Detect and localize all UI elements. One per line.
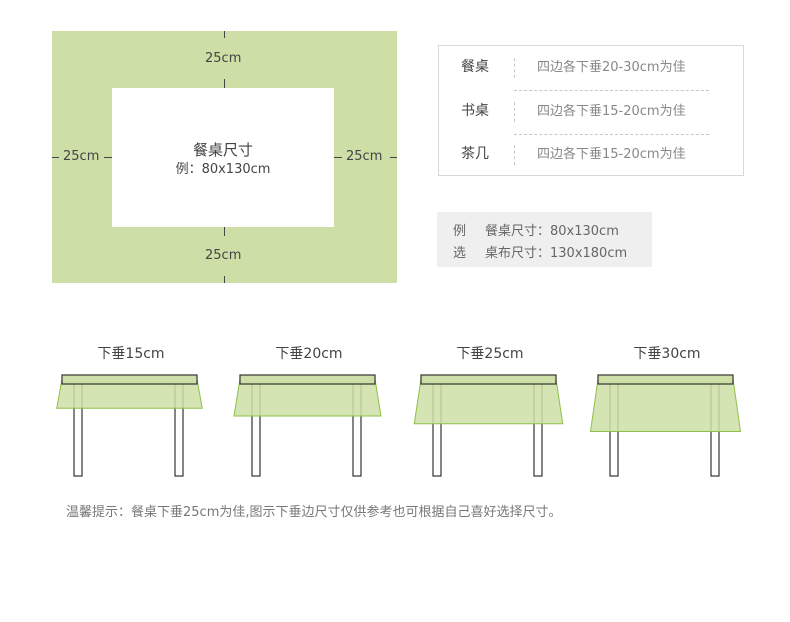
table-top: [420, 374, 557, 385]
guide-divider: [514, 145, 515, 165]
tablecloth-drape: [413, 378, 564, 425]
left-tick-inner: [104, 157, 112, 158]
example-table-size: 餐桌尺寸：80x130cm: [485, 224, 619, 239]
guide-row-name: 餐桌: [461, 59, 489, 75]
left-margin-label: 25cm: [63, 149, 100, 164]
bottom-margin-label: 25cm: [205, 248, 242, 263]
right-margin-label: 25cm: [346, 149, 383, 164]
left-tick: [52, 157, 59, 158]
drop-label-30: 下垂30cm: [633, 346, 701, 362]
drop-label-20: 下垂20cm: [275, 346, 343, 362]
table-top: [239, 374, 376, 385]
right-tick: [390, 157, 397, 158]
guide-row: 书桌 四边各下垂15-20cm为佳: [439, 90, 743, 133]
table-top: [61, 374, 198, 385]
guide-row-name: 茶几: [461, 146, 489, 162]
guide-row-desc: 四边各下垂20-30cm为佳: [537, 60, 686, 75]
right-tick-inner: [334, 157, 342, 158]
tip-text: 温馨提示：餐桌下垂25cm为佳,图示下垂边尺寸仅供参考也可根据自己喜好选择尺寸。: [66, 505, 562, 520]
example-key: 例: [453, 224, 467, 239]
table-size-title: 餐桌尺寸: [192, 141, 253, 159]
table-top-area: [112, 88, 334, 227]
example-line: 选 桌布尺寸：130x180cm: [453, 242, 627, 261]
drop-guide-table: 餐桌 四边各下垂20-30cm为佳 书桌 四边各下垂15-20cm为佳 茶几 四…: [438, 45, 744, 176]
table-top: [597, 374, 734, 385]
drop-label-25: 下垂25cm: [456, 346, 524, 362]
guide-row: 餐桌 四边各下垂20-30cm为佳: [439, 46, 743, 89]
top-margin-label: 25cm: [205, 51, 242, 66]
guide-divider: [514, 58, 515, 78]
tablecloth-drape: [589, 378, 742, 432]
table-size-example: 例：80x130cm: [175, 162, 271, 177]
guide-row-name: 书桌: [461, 103, 489, 119]
example-line: 例 餐桌尺寸：80x130cm: [453, 220, 619, 239]
guide-row-separator: [514, 134, 709, 135]
guide-row-desc: 四边各下垂15-20cm为佳: [537, 104, 686, 119]
example-cloth-size: 桌布尺寸：130x180cm: [485, 246, 628, 261]
bottom-tick-inner: [224, 227, 225, 236]
bottom-tick: [224, 276, 225, 283]
guide-row: 茶几 四边各下垂15-20cm为佳: [439, 133, 743, 176]
guide-divider: [514, 102, 515, 122]
top-tick: [224, 31, 225, 38]
example-key: 选: [453, 246, 467, 261]
example-box: 例 餐桌尺寸：80x130cm 选 桌布尺寸：130x180cm: [437, 212, 652, 267]
guide-row-separator: [514, 90, 709, 91]
drop-label-15: 下垂15cm: [97, 346, 165, 362]
top-tick-inner: [224, 79, 225, 88]
guide-row-desc: 四边各下垂15-20cm为佳: [537, 147, 686, 162]
